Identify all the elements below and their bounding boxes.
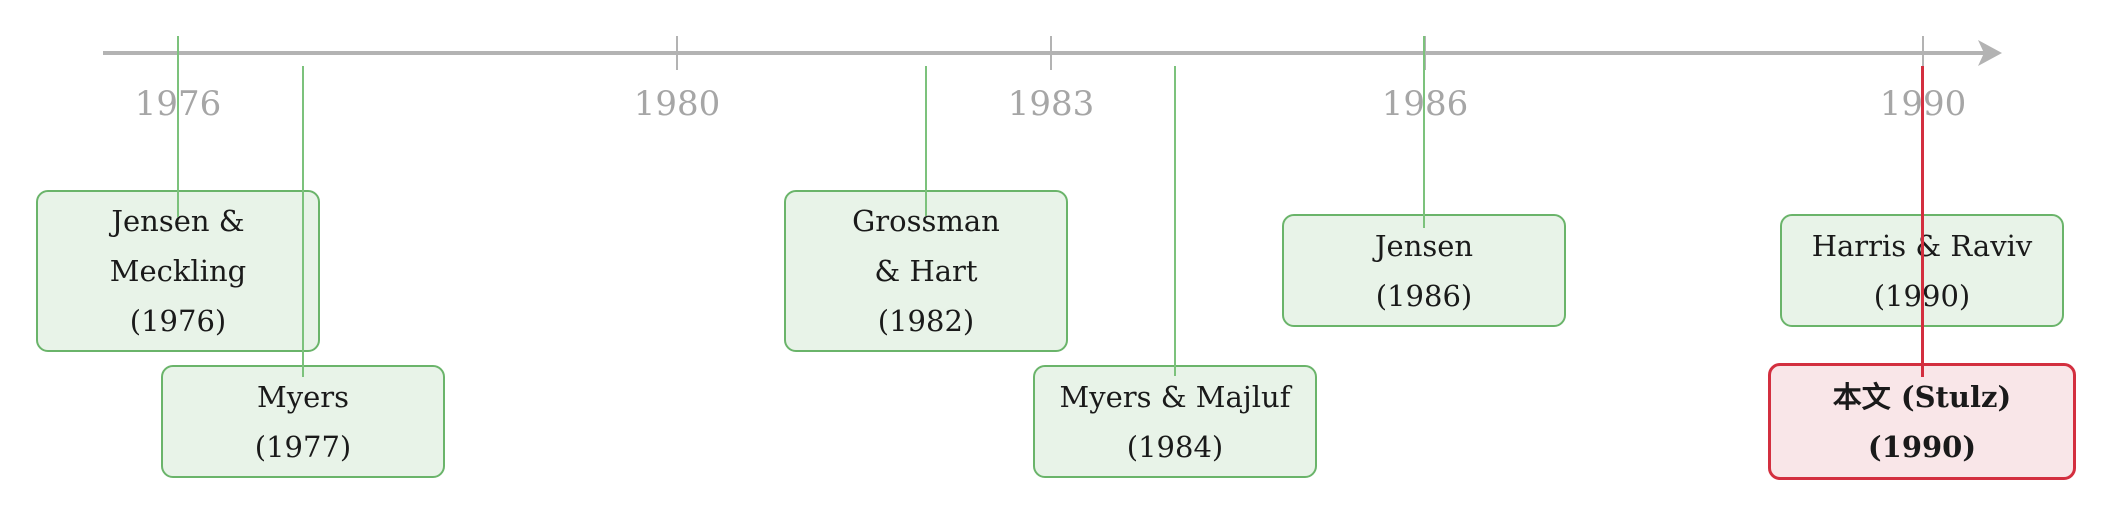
event-line: & Hart (874, 254, 978, 288)
connector-grossman-hart (925, 66, 927, 216)
event-box-myers: Myers (1977) (161, 365, 445, 478)
event-box-this-paper-stulz: 本文 (Stulz) (1990) (1768, 363, 2076, 480)
event-line: Myers (257, 379, 349, 414)
tick-1986 (1424, 36, 1426, 70)
event-line: (1986) (1375, 278, 1473, 313)
tick-1990 (1922, 36, 1924, 70)
event-line: Meckling (109, 254, 247, 288)
year-label-1983: 1983 (1007, 84, 1095, 124)
event-line: 本文 (Stulz) (1832, 379, 2012, 414)
event-box-myers-majluf: Myers & Majluf (1984) (1033, 365, 1317, 478)
tick-1983 (1050, 36, 1052, 70)
event-line: Myers & Majluf (1059, 379, 1291, 414)
event-line: (1982) (877, 304, 975, 338)
axis-arrowhead (1978, 40, 2002, 66)
event-box-jensen: Jensen (1986) (1282, 214, 1566, 327)
event-line: Jensen (1374, 228, 1474, 263)
year-label-1980: 1980 (633, 84, 721, 124)
connector-myers-majluf (1174, 66, 1176, 376)
event-line: (1984) (1126, 429, 1224, 464)
tick-1980 (676, 36, 678, 70)
event-line: (1990) (1867, 429, 1977, 464)
year-label-1986: 1986 (1381, 84, 1469, 124)
connector-myers (302, 66, 304, 377)
connector-this-paper-stulz (1921, 66, 1924, 377)
event-line: (1976) (129, 304, 227, 338)
connector-jensen (1423, 36, 1425, 228)
event-box-jensen-meckling: Jensen & Meckling (1976) (36, 190, 320, 352)
event-line: (1977) (254, 429, 352, 464)
event-box-grossman-hart: Grossman & Hart (1982) (784, 190, 1068, 352)
connector-jensen-meckling (177, 36, 179, 217)
